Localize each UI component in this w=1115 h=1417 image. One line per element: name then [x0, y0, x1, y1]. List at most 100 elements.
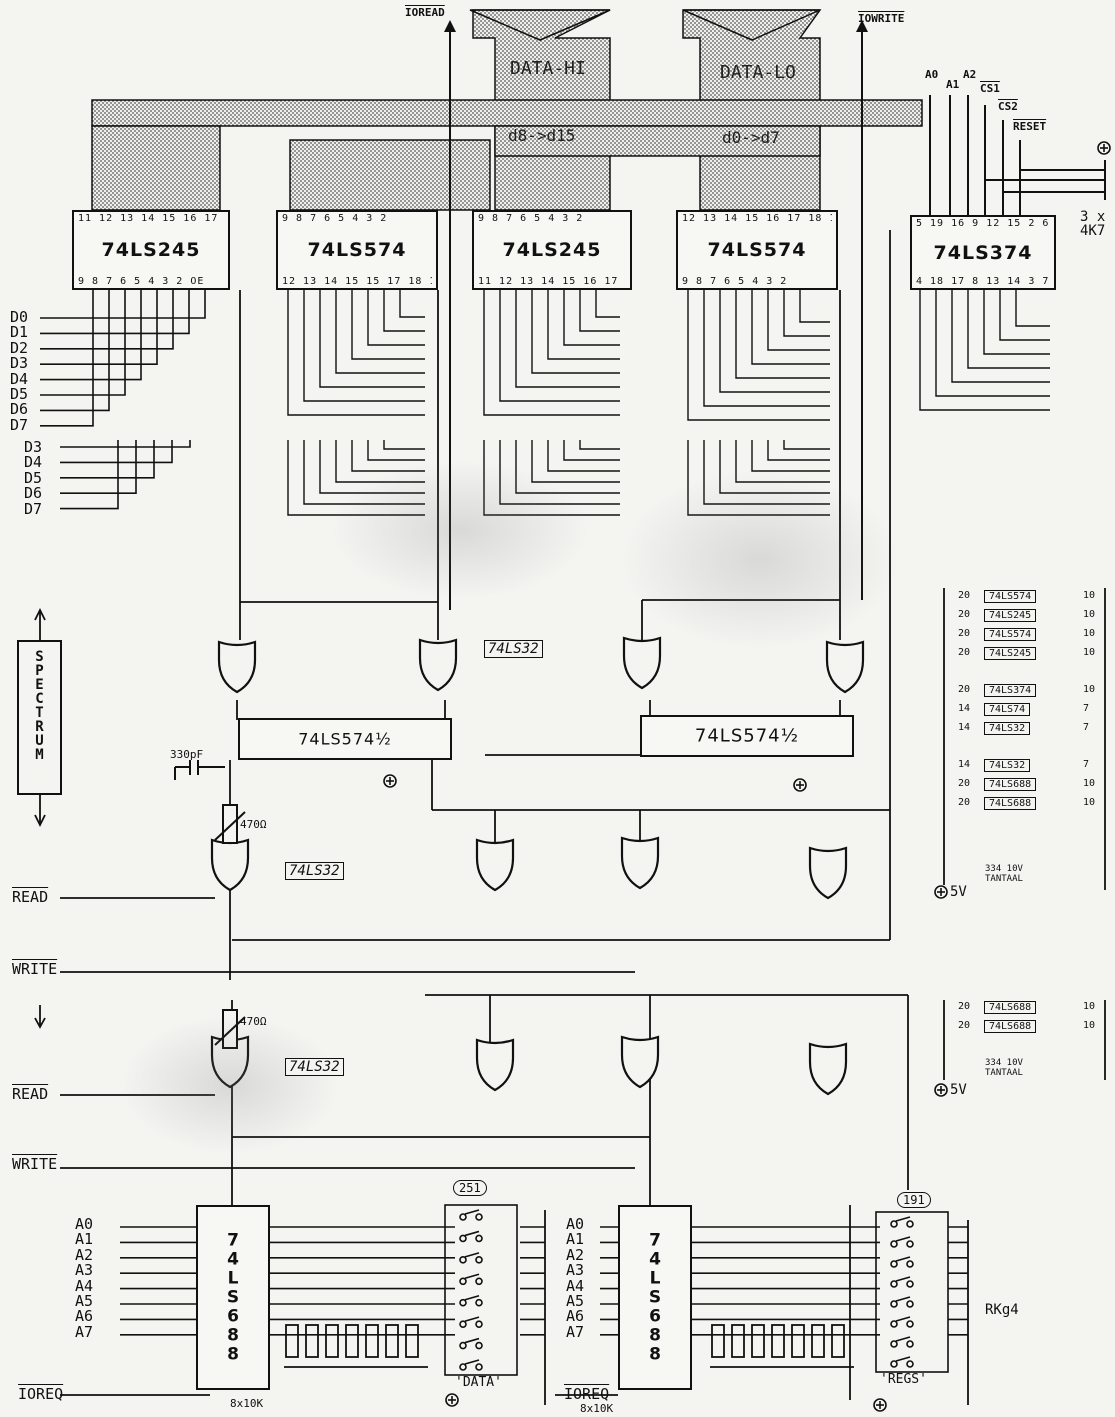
- page-smudge: [120, 1015, 340, 1155]
- address-line-label-2-2: A2: [566, 1245, 585, 1264]
- fanout-wire-u2: [319, 290, 425, 388]
- chip-u3-pins-top: 9 8 7 6 5 4 3 2: [478, 213, 584, 224]
- address-line-label-6: A6: [75, 1307, 94, 1326]
- data-line-label-lower-1: D4: [24, 453, 43, 472]
- dip-switch-data-contact: [459, 1341, 467, 1350]
- data-line-label-lower-3: D6: [24, 484, 43, 503]
- fanout-wire-u5: [999, 290, 1050, 341]
- address-line-label-2-5: A5: [566, 1292, 585, 1311]
- misc-label: RKg4: [985, 1302, 1019, 1318]
- or-gate-icon: [210, 838, 250, 892]
- or-gate-icon: [217, 640, 257, 694]
- chip-cmp1-label: 74LS688: [226, 1230, 240, 1364]
- power-pin-vcc: 14: [958, 722, 971, 733]
- data-line-label-7: D7: [10, 415, 29, 434]
- fanout-wire-u3: [595, 290, 620, 318]
- fanout-wire-u2: [351, 290, 425, 360]
- data-wire: [40, 290, 174, 350]
- data-line-label-6: D6: [10, 400, 29, 419]
- fanout-wire-u3: [515, 290, 620, 388]
- fanout-wire-u5: [935, 290, 1050, 397]
- fanout-wire-u2-lower: [351, 440, 425, 472]
- fanout-wire-u5: [951, 290, 1050, 383]
- power-chip-name: 74LS688: [984, 797, 1037, 810]
- fanout-wire-u5: [967, 290, 1050, 369]
- address-line-label-3: A3: [75, 1261, 94, 1280]
- fanout-wire-u4: [783, 290, 830, 337]
- fanout-wire-u4-lower: [703, 440, 830, 505]
- dip-switch-data-contact: [475, 1234, 483, 1243]
- dip-switch-data-contact: [459, 1298, 467, 1307]
- data-hi-label: DATA-HI: [510, 58, 586, 79]
- fanout-wire-u2: [367, 290, 425, 346]
- dip-switch-regs-contact: [906, 1240, 914, 1248]
- address-line-label-2-4: A4: [566, 1276, 585, 1295]
- data-wire: [40, 290, 110, 412]
- dip-switch-data-contact: [459, 1320, 467, 1328]
- fanout-wire-u2-lower: [303, 440, 425, 505]
- power-pin-vcc: 20: [958, 778, 971, 789]
- chip-ff2-label: 74LS574½: [694, 725, 800, 747]
- dip-switch-regs-lever: [895, 1356, 911, 1362]
- address-line-label-2: A2: [75, 1245, 94, 1264]
- chip-u4-pins-bottom: 9 8 7 6 5 4 3 2: [682, 276, 788, 287]
- chip-u3-74ls245: 9 8 7 6 5 4 3 2 74LS245 11 12 13 14 15 1…: [472, 210, 632, 290]
- dip-switch-regs-contact: [906, 1360, 914, 1368]
- bus-crossing: [494, 125, 821, 157]
- resistor-value-2: 470Ω: [240, 1015, 267, 1028]
- dip-switch-data-contact: [475, 1341, 483, 1350]
- pullup-resistor-2: [731, 1324, 745, 1358]
- dip-switch-data-lever: [464, 1209, 480, 1215]
- power-pin-vcc: 20: [958, 590, 971, 601]
- power-chip-name: 74LS374: [984, 684, 1037, 697]
- fanout-wire-u3: [531, 290, 620, 374]
- or-gate-icon: [622, 636, 662, 690]
- fanout-wire-u2-lower: [287, 440, 425, 516]
- fanout-wire-u2: [399, 290, 425, 318]
- fanout-wire-u4: [703, 290, 830, 407]
- plus5v-label-2: 5V: [950, 1082, 967, 1098]
- pullup-resistor-1: [325, 1324, 339, 1358]
- data-wire-lower: [60, 440, 155, 479]
- dip-switch-regs-lever: [895, 1276, 911, 1282]
- dip-switch-data-lever: [464, 1252, 480, 1258]
- read-label-2: READ: [12, 1085, 49, 1103]
- dip-switch-data-contact: [475, 1213, 483, 1221]
- dip-switch-regs-lever: [895, 1316, 911, 1322]
- hi-bus-horizontal: [91, 99, 923, 127]
- data-wire-lower: [60, 440, 137, 495]
- power-pin-vcc: 14: [958, 759, 971, 770]
- pullup-resistor-2: [791, 1324, 805, 1358]
- power-pin-gnd: 10: [1083, 797, 1096, 808]
- a0-label: A0: [925, 68, 939, 81]
- gate-label-74ls32-b: 74LS32: [285, 862, 344, 880]
- pullup-resistor-1: [345, 1324, 359, 1358]
- chip-u4-pins-top: 12 13 14 15 16 17 18 19: [682, 213, 832, 224]
- power-pin-vcc: 20: [958, 609, 971, 620]
- gate-label-74ls32-a: 74LS32: [484, 640, 543, 658]
- dip-switch-data-contact: [475, 1277, 483, 1286]
- chip-u1-label: 74LS245: [101, 239, 201, 261]
- address-line-label-1: A1: [75, 1230, 94, 1249]
- fanout-wire-u3: [499, 290, 620, 402]
- data-line-label-3: D3: [10, 354, 29, 373]
- reset-label: RESET: [1013, 120, 1047, 133]
- or-gate-icon: [825, 640, 865, 694]
- pullup-resistor-2: [711, 1324, 725, 1358]
- dip-switch-regs-contact: [890, 1320, 898, 1328]
- dip-switch-regs-lever: [895, 1256, 911, 1262]
- power-pin-vcc: 20: [958, 647, 971, 658]
- dip-switch-regs-lever: [895, 1296, 911, 1302]
- tantal-label-1: 334 10V TANTAAL: [985, 864, 1023, 884]
- power-pin-gnd: 10: [1083, 1020, 1096, 1031]
- address-line-label-0: A0: [75, 1215, 94, 1233]
- dip-switch-data-lever: [464, 1294, 480, 1301]
- ioreq-label-1: IOREQ: [18, 1385, 64, 1403]
- dip-switch-regs-contact: [890, 1220, 898, 1228]
- resistor-value-1: 470Ω: [240, 818, 267, 831]
- fanout-wire-u2-lower: [383, 440, 425, 450]
